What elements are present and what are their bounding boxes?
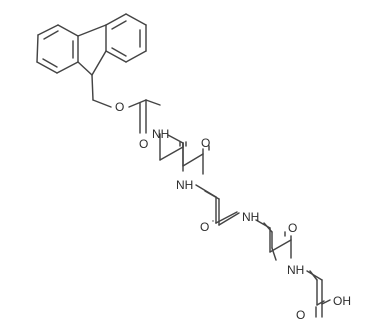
bond-left-ring-inner-3 bbox=[42, 58, 58, 68]
bond-ch2-o bbox=[92, 99, 112, 108]
bond-left-ring-4 bbox=[56, 61, 79, 74]
bond-left-ring-6 bbox=[36, 34, 39, 63]
atom-label-layer: O O NH O NH O NH O NH O OH bbox=[115, 100, 351, 322]
bond-left-ring-inner-1 bbox=[43, 30, 59, 40]
bond-left-ring-1 bbox=[37, 24, 59, 36]
hydroxyl-label: OH bbox=[333, 294, 351, 308]
bond-right-ring-4 bbox=[125, 50, 147, 63]
bond-ch-ch2 bbox=[91, 74, 94, 101]
carbonyl-oxygen-3-label: O bbox=[200, 220, 209, 234]
bond-glycine-2-to-carbonyl bbox=[218, 212, 240, 226]
bond-layer bbox=[36, 13, 331, 318]
amide-nitrogen-1-label: NH bbox=[152, 127, 169, 141]
amide-nitrogen-4-label: NH bbox=[287, 263, 304, 277]
bond-right-ring-5 bbox=[105, 50, 127, 63]
bond-cooh-to-oh bbox=[321, 299, 331, 305]
carbonyl-oxygen-5-label: O bbox=[296, 308, 305, 322]
carbonyl-oxygen-1-label: O bbox=[139, 137, 148, 151]
bond-five-ring-left bbox=[77, 61, 93, 76]
carbonyl-oxygen-2-label: O bbox=[201, 136, 210, 150]
bond-five-ring-right bbox=[91, 50, 107, 76]
bond-nh4-segment bbox=[306, 270, 323, 281]
bond-glycine-1-to-carbonyl bbox=[182, 153, 204, 167]
carbonyl-oxygen-4-label: O bbox=[288, 221, 297, 235]
bond-left-ring-5 bbox=[36, 61, 58, 74]
bond-right-ring-2 bbox=[125, 13, 147, 26]
ester-oxygen-label: O bbox=[115, 100, 124, 114]
amide-nitrogen-3-label: NH bbox=[242, 210, 259, 224]
bond-left-ring-2 bbox=[57, 24, 79, 37]
bond-right-ring-inner-1 bbox=[111, 20, 127, 30]
bond-glycine-3-to-carbonyl bbox=[269, 239, 292, 253]
bond-cooh-oh bbox=[316, 300, 325, 306]
bond-right-ring-inner-3 bbox=[111, 47, 127, 57]
bond-o-carbonyl bbox=[128, 99, 147, 108]
bond-biaryl bbox=[77, 24, 107, 37]
bond-carbonyl-nh-1 bbox=[145, 99, 161, 106]
bond-nh2-segment bbox=[204, 190, 220, 200]
bond-right-ring-1 bbox=[105, 13, 127, 26]
amide-nitrogen-2-label: NH bbox=[176, 178, 193, 192]
bond-carbamate-nh-segment bbox=[167, 134, 184, 144]
bond-nh3-segment bbox=[255, 219, 271, 229]
bond-ch2-carbonyl-2 bbox=[159, 146, 184, 161]
